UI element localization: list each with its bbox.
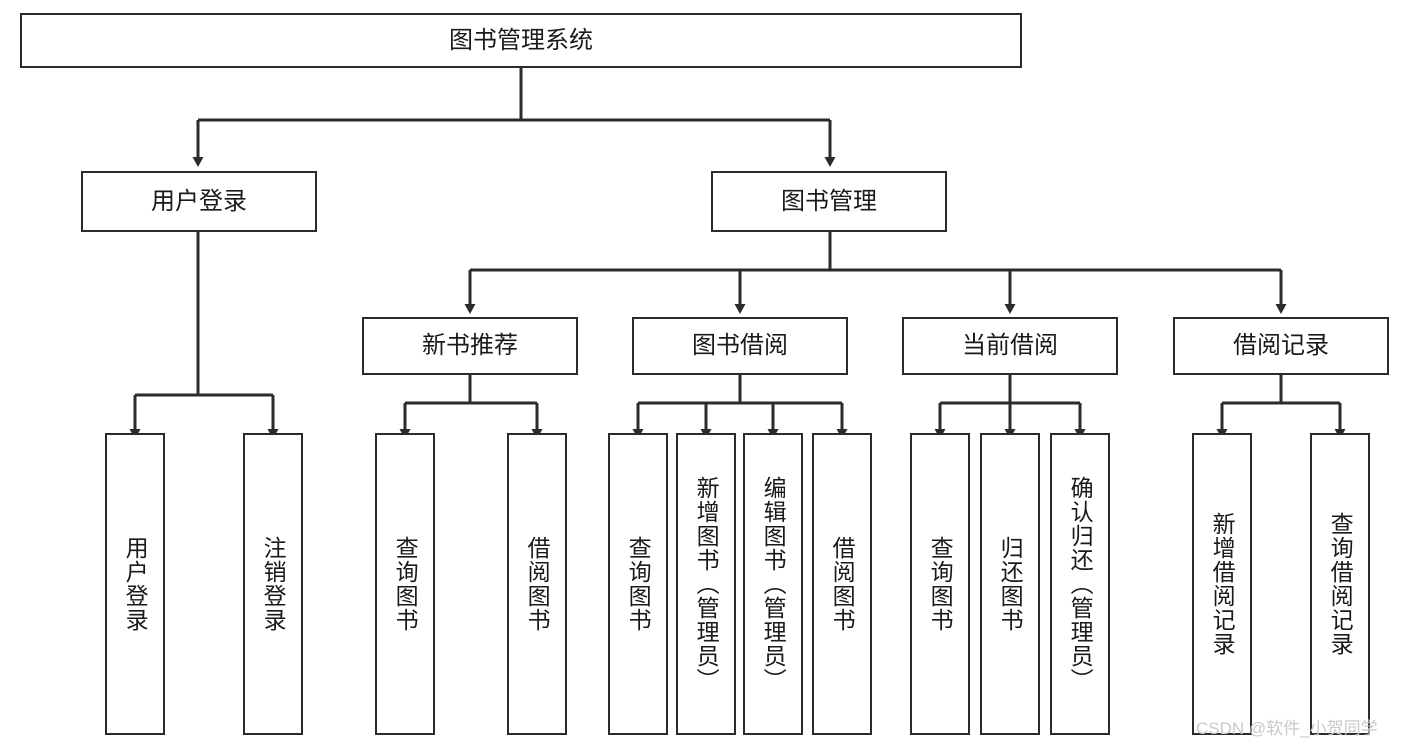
node-user-login-label: 用户登录: [151, 187, 247, 215]
node-borrow-record[interactable]: 借阅记录: [1173, 317, 1389, 375]
node-book-management[interactable]: 图书管理: [711, 171, 947, 232]
leaf-user-login-0[interactable]: 用户登录: [105, 433, 165, 735]
leaf-book-borrow-1-label: 新增图书（管理员）: [693, 476, 720, 692]
leaf-current-borrow-0-label: 查询图书: [927, 536, 954, 632]
leaf-borrow-record-1-label: 查询借阅记录: [1327, 512, 1354, 656]
leaf-current-borrow-2[interactable]: 确认归还（管理员）: [1050, 433, 1110, 735]
leaf-current-borrow-1[interactable]: 归还图书: [980, 433, 1040, 735]
node-current-borrow-label: 当前借阅: [962, 332, 1058, 360]
leaf-book-borrow-0[interactable]: 查询图书: [608, 433, 668, 735]
node-book-borrow[interactable]: 图书借阅: [632, 317, 848, 375]
leaf-book-borrow-3[interactable]: 借阅图书: [812, 433, 872, 735]
leaf-book-borrow-0-label: 查询图书: [625, 536, 652, 632]
leaf-borrow-record-1[interactable]: 查询借阅记录: [1310, 433, 1370, 735]
node-root-label: 图书管理系统: [449, 26, 593, 54]
leaf-book-borrow-2[interactable]: 编辑图书（管理员）: [743, 433, 803, 735]
node-new-book-recommend[interactable]: 新书推荐: [362, 317, 578, 375]
leaf-user-login-0-label: 用户登录: [122, 536, 149, 632]
leaf-user-login-1[interactable]: 注销登录: [243, 433, 303, 735]
node-root[interactable]: 图书管理系统: [20, 13, 1022, 68]
watermark: CSDN @软件_小贺同学: [1196, 719, 1378, 738]
leaf-current-borrow-1-label: 归还图书: [997, 536, 1024, 632]
leaf-book-borrow-1[interactable]: 新增图书（管理员）: [676, 433, 736, 735]
leaf-new-book-recommend-0[interactable]: 查询图书: [375, 433, 435, 735]
leaf-new-book-recommend-0-label: 查询图书: [392, 536, 419, 632]
node-book-management-label: 图书管理: [781, 187, 877, 215]
leaf-current-borrow-0[interactable]: 查询图书: [910, 433, 970, 735]
node-new-book-recommend-label: 新书推荐: [422, 332, 518, 360]
leaf-borrow-record-0[interactable]: 新增借阅记录: [1192, 433, 1252, 735]
leaf-book-borrow-3-label: 借阅图书: [829, 536, 856, 632]
leaf-new-book-recommend-1-label: 借阅图书: [524, 536, 551, 632]
node-borrow-record-label: 借阅记录: [1233, 332, 1329, 360]
leaf-user-login-1-label: 注销登录: [260, 536, 287, 632]
leaf-book-borrow-2-label: 编辑图书（管理员）: [760, 476, 787, 692]
leaf-current-borrow-2-label: 确认归还（管理员）: [1067, 476, 1094, 692]
node-book-borrow-label: 图书借阅: [692, 332, 788, 360]
node-user-login[interactable]: 用户登录: [81, 171, 317, 232]
node-current-borrow[interactable]: 当前借阅: [902, 317, 1118, 375]
leaf-new-book-recommend-1[interactable]: 借阅图书: [507, 433, 567, 735]
leaf-borrow-record-0-label: 新增借阅记录: [1209, 512, 1236, 656]
